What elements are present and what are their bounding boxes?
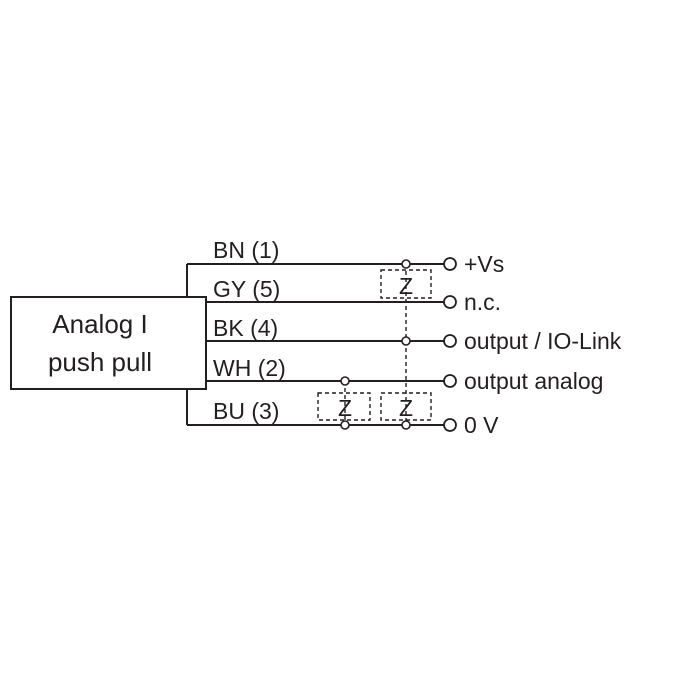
wire-label-bk: BK (4) — [213, 315, 278, 341]
device-label-line2: push pull — [48, 347, 152, 377]
terminal-0v — [443, 418, 457, 432]
junction-node — [340, 376, 350, 386]
terminal-label-0v: 0 V — [464, 412, 499, 438]
terminal-label-nc: n.c. — [464, 289, 501, 315]
terminal-nc — [443, 295, 457, 309]
wire-label-bu: BU (3) — [213, 398, 279, 424]
load-z-lower-left-label: Z — [338, 395, 352, 421]
terminal-output-analog — [443, 374, 457, 388]
junction-node — [401, 336, 411, 346]
junction-node — [340, 420, 350, 430]
load-z-lower-right-label: Z — [399, 395, 413, 421]
wire-label-wh: WH (2) — [213, 355, 286, 381]
terminal-label-output-iolink: output / IO-Link — [464, 328, 622, 354]
terminal-label-output-analog: output analog — [464, 368, 603, 394]
device-label-line1: Analog I — [52, 309, 147, 339]
junction-node — [401, 420, 411, 430]
terminal-vs — [443, 257, 457, 271]
wire-label-gy: GY (5) — [213, 276, 280, 302]
junction-node — [401, 259, 411, 269]
load-z-lower-right — [380, 392, 432, 421]
terminal-label-vs: +Vs — [464, 251, 504, 277]
wire-label-bn: BN (1) — [213, 237, 279, 263]
device-box — [10, 296, 207, 390]
load-z-upper-label: Z — [399, 273, 413, 299]
load-z-upper — [380, 269, 432, 299]
load-z-lower-left — [317, 392, 371, 421]
terminal-output-iolink — [443, 334, 457, 348]
